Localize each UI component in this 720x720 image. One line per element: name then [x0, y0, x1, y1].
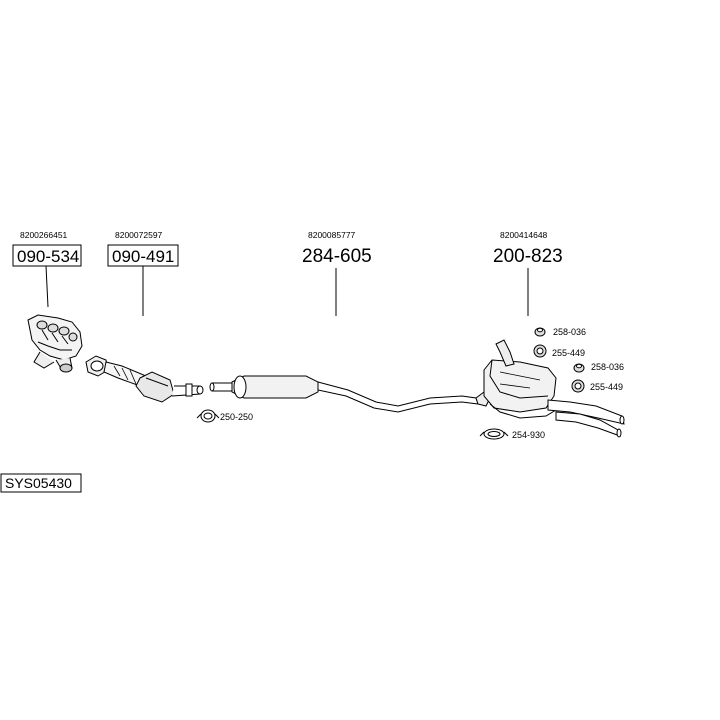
clamp-1-number[interactable]: 250-250 — [220, 412, 253, 422]
exhaust-manifold-part[interactable] — [27, 314, 83, 373]
part-2-number[interactable]: 090-491 — [112, 247, 174, 266]
part-1-label-box — [12, 244, 82, 267]
mount-255-449-a-part[interactable] — [533, 344, 547, 358]
catalytic-converter-part[interactable] — [85, 355, 204, 403]
part-4-number[interactable]: 200-823 — [493, 246, 563, 267]
part-2-oem-number: 8200072597 — [115, 230, 163, 240]
clamp-2-number[interactable]: 254-930 — [512, 430, 545, 440]
leader-lines — [45, 265, 529, 316]
part-1-oem-number: 8200266451 — [20, 230, 68, 240]
part-4-oem-number: 8200414648 — [500, 230, 548, 240]
mount-4-number[interactable]: 255-449 — [590, 382, 623, 392]
mount-2-number[interactable]: 255-449 — [552, 348, 585, 358]
mount-258-036-b-part[interactable] — [573, 363, 585, 373]
system-id-box — [0, 473, 82, 493]
system-id: SYS05430 — [5, 475, 72, 491]
part-3-oem-number: 8200085777 — [308, 230, 356, 240]
mount-3-number[interactable]: 258-036 — [591, 362, 624, 372]
clamp-254-930-part[interactable] — [479, 428, 509, 440]
part-1-number[interactable]: 090-534 — [17, 247, 79, 266]
rear-silencer-part[interactable] — [475, 339, 625, 438]
mount-255-449-b-part[interactable] — [571, 379, 585, 393]
mount-1-number[interactable]: 258-036 — [553, 327, 586, 337]
mount-258-036-a-part[interactable] — [534, 327, 546, 337]
middle-silencer-pipe-part[interactable] — [209, 375, 479, 413]
clamp-250-250-part[interactable] — [196, 409, 220, 423]
part-3-number[interactable]: 284-605 — [302, 246, 372, 267]
leader-line-part-1 — [45, 265, 49, 308]
